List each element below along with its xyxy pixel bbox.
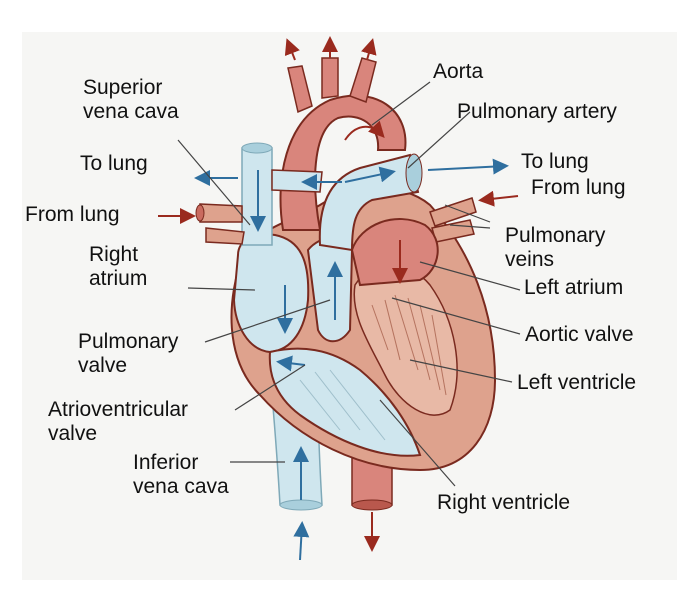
label-superior-vena-cava-line1: Superior <box>83 76 163 99</box>
label-right-atrium: Right atrium <box>89 243 147 291</box>
pulmonary-veins-right <box>429 197 477 243</box>
label-inferior-vena-cava-line2: vena cava <box>133 475 229 498</box>
label-from-lung-right: From lung <box>531 176 626 199</box>
muscle-striations <box>371 294 447 396</box>
label-pulmonary-valve: Pulmonary valve <box>78 330 178 378</box>
label-superior-vena-cava-line2: vena cava <box>83 100 179 123</box>
external-flow-arrows <box>158 36 519 561</box>
label-pulmonary-veins: Pulmonary veins <box>505 224 605 272</box>
label-pulmonary-veins-line2: veins <box>505 248 555 271</box>
superior-vena-cava-opening <box>241 142 273 154</box>
right-ventricle-striations <box>299 369 386 441</box>
descending-aorta-opening <box>351 499 393 511</box>
leader-lines <box>177 81 521 487</box>
label-aortic-valve: Aortic valve <box>525 323 634 346</box>
blood-flow-arrows <box>250 166 396 500</box>
aortic-branch-3 <box>349 57 377 103</box>
label-atrioventricular-valve: Atrioventricular valve <box>48 398 188 446</box>
right-atrium-chamber <box>232 233 310 354</box>
label-inferior-vena-cava-line1: Inferior <box>133 451 199 474</box>
label-right-atrium-line2: atrium <box>89 267 148 290</box>
label-left-atrium: Left atrium <box>524 276 624 299</box>
label-aorta: Aorta <box>433 60 484 83</box>
inferior-vena-cava-opening <box>279 499 323 511</box>
right-ventricle-chamber <box>268 347 422 457</box>
aortic-branch-2 <box>321 57 339 99</box>
pulmonary-artery-opening <box>405 153 423 193</box>
left-atrium-chamber <box>350 218 439 287</box>
label-pulmonary-artery: Pulmonary artery <box>457 100 617 123</box>
label-atrioventricular-valve-line1: Atrioventricular <box>48 398 189 421</box>
label-right-atrium-line1: Right <box>89 243 139 266</box>
label-from-lung-left: From lung <box>25 203 120 226</box>
label-inferior-vena-cava: Inferior vena cava <box>133 451 229 499</box>
label-pulmonary-valve-line2: valve <box>78 354 128 377</box>
label-atrioventricular-valve-line2: valve <box>48 422 98 445</box>
aortic-branch-1 <box>287 65 313 114</box>
label-superior-vena-cava: Superior vena cava <box>83 76 179 124</box>
pulmonary-vein-left-opening <box>195 204 205 222</box>
label-to-lung-right: To lung <box>521 150 589 173</box>
label-right-ventricle: Right ventricle <box>437 491 571 514</box>
label-pulmonary-veins-line1: Pulmonary <box>505 224 606 247</box>
label-pulmonary-valve-line1: Pulmonary <box>78 330 179 353</box>
oxygenated-flow-arrows <box>344 120 408 284</box>
label-left-ventricle: Left ventricle <box>517 371 637 394</box>
label-to-lung-left: To lung <box>80 152 148 175</box>
